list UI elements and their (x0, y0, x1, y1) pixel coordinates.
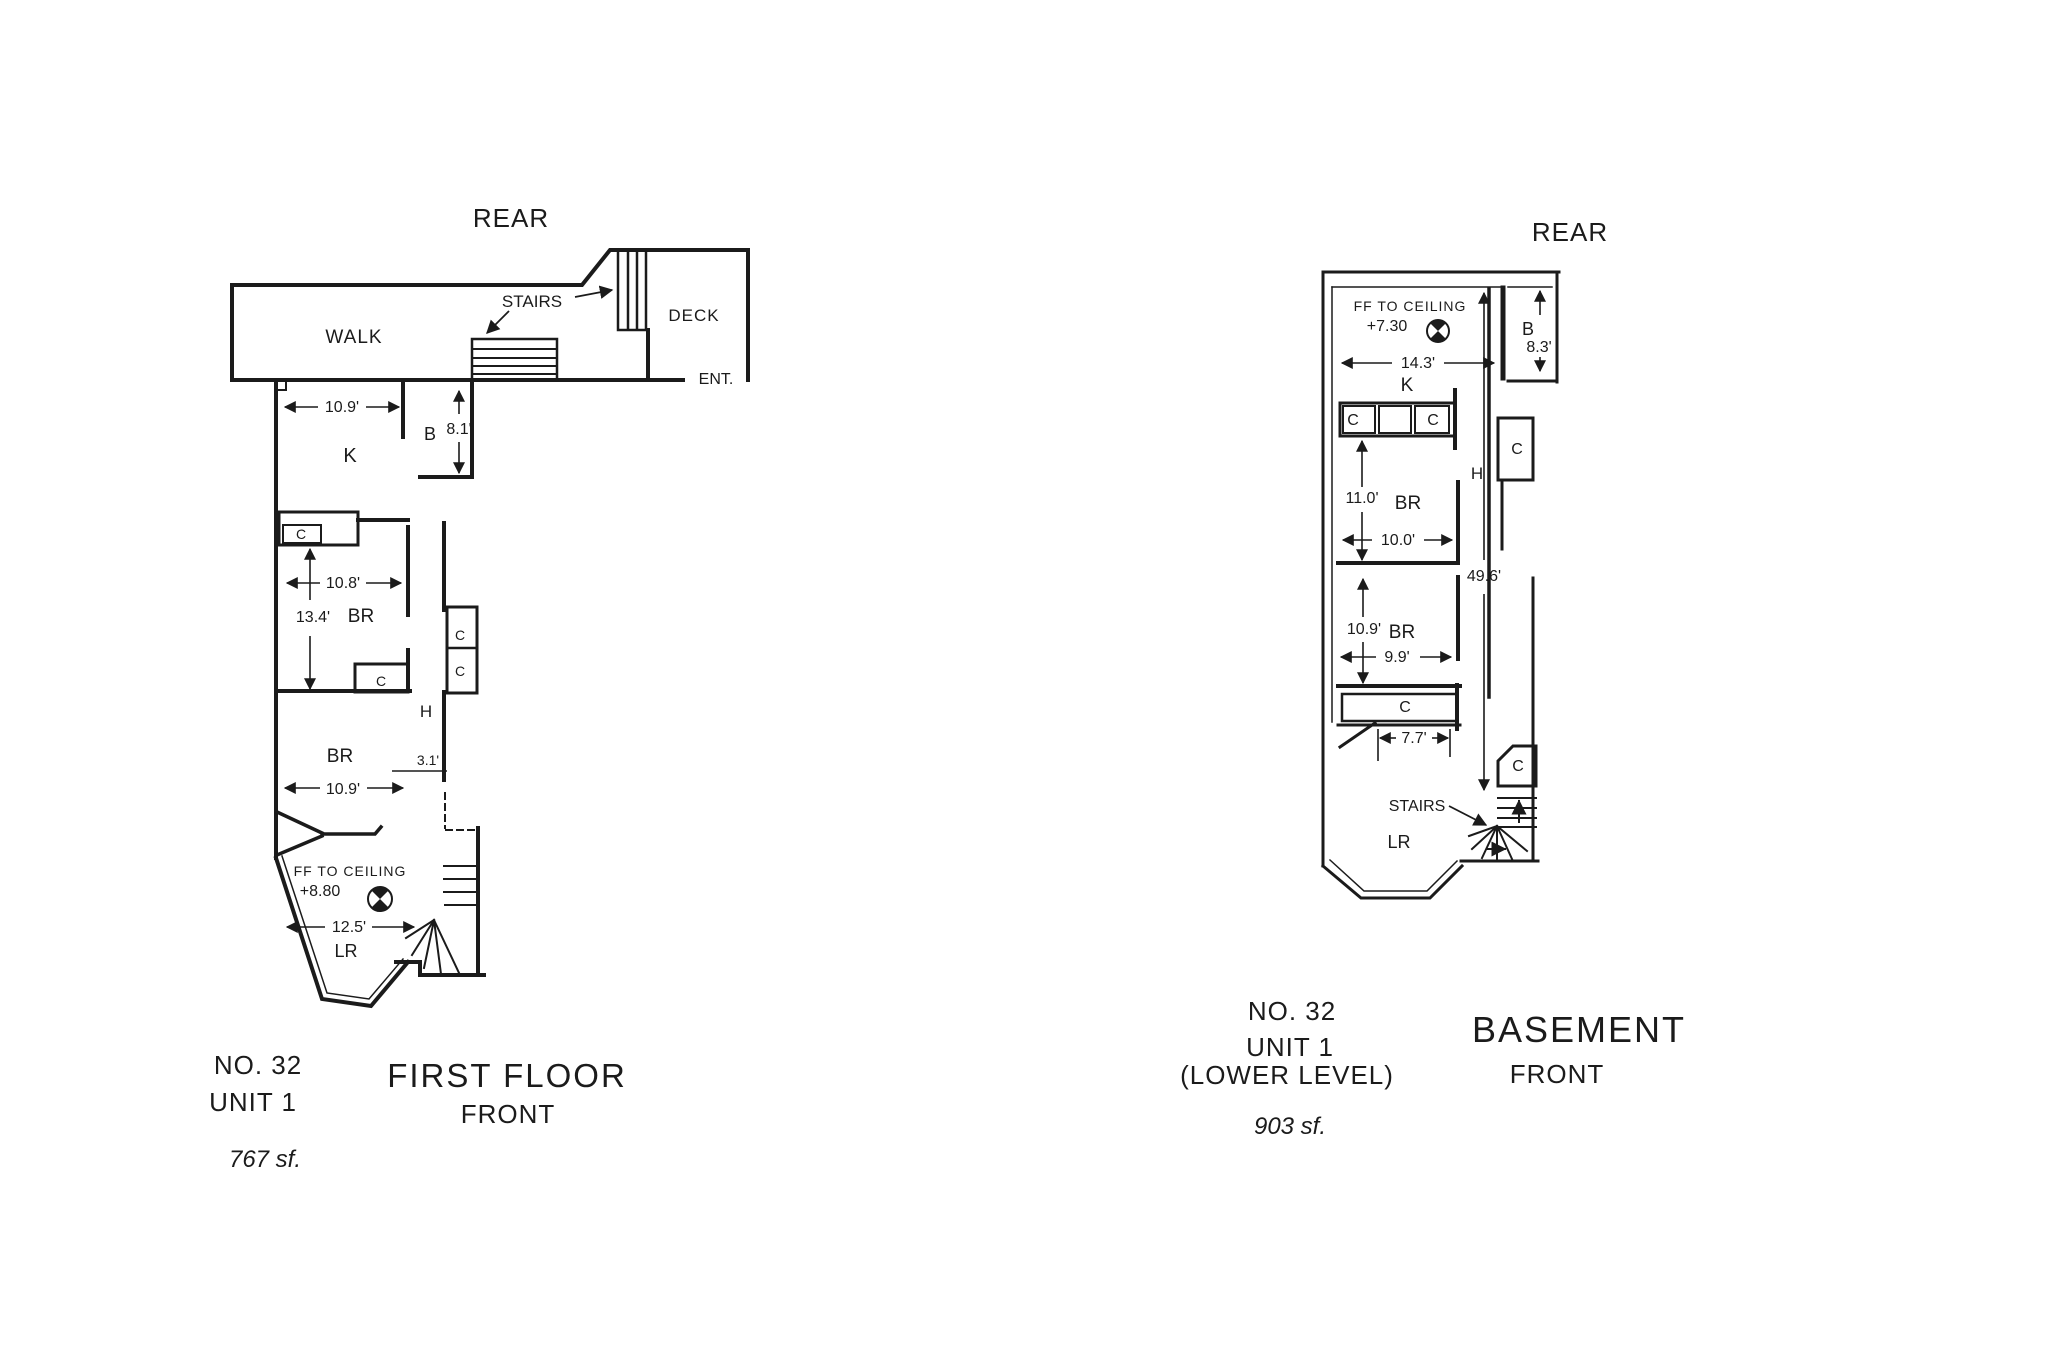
bm-area: 903 sf. (1254, 1113, 1326, 1140)
ff-closet-label-3: C (455, 663, 465, 679)
bm-dimension-lines (1339, 289, 1546, 792)
ff-deck-label: DECK (668, 306, 719, 325)
bm-stairs-arrow (1448, 805, 1488, 826)
ff-walk-deck-outline (230, 248, 750, 382)
bm-dim-closet-width: 7.7' (1401, 730, 1426, 747)
bm-outer-walls (1321, 270, 1561, 868)
bm-room-label-kitchen: K (1401, 375, 1414, 396)
ff-hall-label: H (420, 702, 432, 721)
bm-level: (LOWER LEVEL) (1180, 1060, 1394, 1090)
bm-unit: UNIT 1 (1246, 1032, 1334, 1062)
ff-ceiling-note: FF TO CEILING (294, 863, 407, 879)
bm-room-label-bedroom1: BR (1395, 493, 1421, 514)
ff-dim-bedroom1-width: 10.8' (326, 575, 360, 592)
ff-unit-walls (274, 381, 479, 860)
bm-closet-label-2: C (1427, 412, 1439, 429)
ff-dim-bedroom2-width: 10.9' (326, 781, 360, 798)
bm-room-label-bath: B (1522, 319, 1534, 339)
ff-dim-bedroom1-length: 13.4' (296, 609, 330, 626)
ff-building-no: NO. 32 (214, 1050, 302, 1080)
bm-dim-bath: 8.3' (1526, 339, 1551, 356)
ff-stairs-arrow-left (486, 310, 510, 334)
bm-room-label-bedroom2: BR (1389, 622, 1415, 643)
ff-dim-bath: 8.1' (446, 421, 471, 438)
bm-dim-bedroom1-width: 10.0' (1381, 532, 1415, 549)
ff-closet-label-4: C (376, 673, 386, 689)
ff-dim-hall: 3.1' (417, 752, 439, 768)
bm-kitchen-closets (1338, 388, 1457, 450)
ff-walk-label: WALK (325, 327, 382, 348)
bm-building-no: NO. 32 (1248, 996, 1336, 1026)
ff-room-label-bedroom2: BR (327, 746, 353, 767)
bm-hall-label: H (1471, 464, 1483, 483)
ff-front-label: FRONT (461, 1099, 556, 1129)
bm-stairs-label: STAIRS (1389, 798, 1446, 815)
bm-closet-upper-right (1496, 416, 1535, 482)
bm-title: BASEMENT (1472, 1009, 1686, 1050)
bm-front-label: FRONT (1510, 1059, 1605, 1089)
first-floor-plan: REAR WALK STAIRS DECK ENT. 10.9' K B 8.1… (209, 203, 750, 1173)
ff-rear-label: REAR (473, 203, 549, 233)
bm-closet-label-4: C (1399, 699, 1411, 716)
bm-interior-stairs (1459, 744, 1540, 863)
bm-dim-bedroom1-length: 11.0' (1345, 490, 1378, 507)
ff-ceiling-height: +8.80 (300, 883, 341, 900)
bm-bedroom-walls (1336, 480, 1462, 750)
ff-stairs-label: STAIRS (502, 292, 562, 311)
ff-deck-stairs (616, 251, 650, 332)
ff-entry-label: ENT. (699, 371, 734, 388)
basement-plan: REAR FF TO CEILING +7.30 14.3' K B 8.3' … (1180, 217, 1686, 1140)
ff-closet-label-2: C (455, 627, 465, 643)
ff-dim-living-width: 12.5' (332, 919, 366, 936)
ff-room-label-bedroom1: BR (348, 606, 374, 627)
bm-compass-icon (1426, 319, 1450, 343)
ff-area: 767 sf. (229, 1146, 301, 1173)
bm-ceiling-note: FF TO CEILING (1354, 298, 1467, 314)
bm-ceiling-height: +7.30 (1367, 318, 1408, 335)
ff-unit: UNIT 1 (209, 1087, 297, 1117)
ff-closet-label-1: C (296, 526, 306, 542)
bm-closet-label-1: C (1347, 412, 1359, 429)
bm-dim-total-depth: 49.6' (1467, 568, 1501, 585)
ff-room-label-living: LR (334, 941, 357, 961)
ff-interior-stairs (394, 826, 486, 977)
bm-closet-label-5: C (1512, 758, 1524, 775)
ff-dim-kitchen-width: 10.9' (325, 399, 359, 416)
bm-dim-bedroom2-width: 9.9' (1384, 649, 1409, 666)
bm-dim-bedroom2-length: 10.9' (1347, 621, 1381, 638)
ff-room-label-kitchen: K (343, 445, 357, 467)
bm-bay-window (1320, 858, 1465, 900)
ff-walk-stairs (470, 337, 559, 382)
bm-room-label-living: LR (1387, 832, 1410, 852)
ff-compass-icon (367, 886, 393, 912)
ff-bay-window (273, 809, 411, 1009)
bm-rear-label: REAR (1532, 217, 1608, 247)
bm-dim-kitchen-width: 14.3' (1401, 355, 1435, 372)
ff-room-label-bath: B (424, 424, 436, 444)
ff-dimension-lines (283, 389, 465, 933)
ff-stairs-arrow-right (574, 285, 614, 299)
ff-title: FIRST FLOOR (387, 1057, 627, 1094)
bm-closet-label-3: C (1511, 441, 1523, 458)
